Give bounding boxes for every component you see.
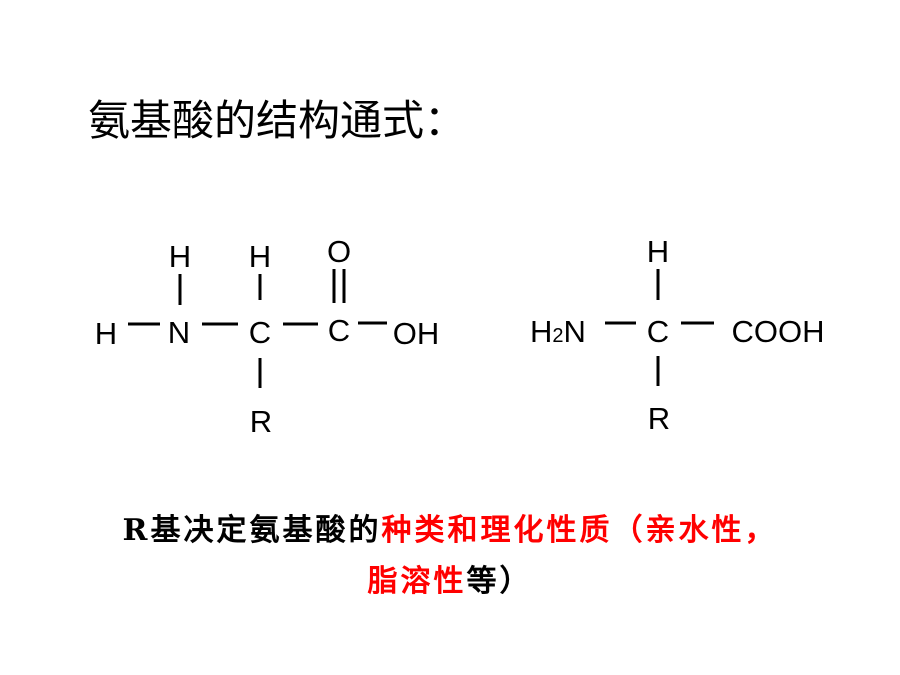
condensed-structural-formula: H H2N C COOH R xyxy=(530,234,825,436)
amine-subscript-2: 2 xyxy=(552,325,563,347)
full-structural-formula: H H O H N C C OH R xyxy=(95,234,439,439)
caption-line-2: 脂溶性等） xyxy=(0,556,900,600)
atom-alpha-c: C xyxy=(647,314,669,349)
atom-h-on-n: H xyxy=(169,239,191,274)
amine-h: H xyxy=(530,314,552,349)
carboxyl-group: COOH xyxy=(732,314,825,349)
atom-r-group: R xyxy=(648,401,670,436)
caption-line-1: R基决定氨基酸的种类和理化性质（亲水性， xyxy=(0,505,900,549)
atom-n: N xyxy=(168,315,190,350)
caption-highlight-text: 种类和理化性质（亲水性， xyxy=(381,513,778,548)
atom-oh: OH xyxy=(393,316,440,351)
atom-h-top: H xyxy=(647,234,669,269)
atom-h-left: H xyxy=(95,316,117,351)
caption-black-text: 等） xyxy=(466,564,533,599)
atom-carboxyl-c: C xyxy=(328,313,350,348)
amine-n: N xyxy=(564,314,586,349)
caption-highlight-text: 脂溶性 xyxy=(367,564,467,599)
slide-title: 氨基酸的结构通式： xyxy=(88,96,467,145)
atom-r-group: R xyxy=(250,404,272,439)
atom-h-on-alpha-c: H xyxy=(249,239,271,274)
caption-black-text: R基决定氨基酸的 xyxy=(122,513,382,548)
atom-o-double-bond: O xyxy=(327,234,351,269)
amine-group: H2N xyxy=(530,314,586,349)
amino-acid-structure-diagram: H H O H N C C OH R H H2N C COOH R xyxy=(95,234,825,439)
atom-alpha-c: C xyxy=(249,315,271,350)
